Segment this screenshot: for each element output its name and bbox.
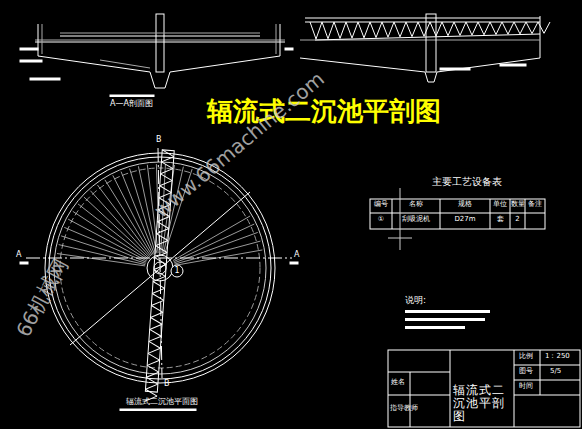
title-block-cell: 时间 xyxy=(519,383,533,391)
section-mark: A xyxy=(16,251,21,260)
watermark: www.66machine.com xyxy=(150,67,328,221)
title-block-cell: 图号 xyxy=(519,368,533,376)
callout-circle: 1 xyxy=(170,264,184,278)
title-block-cell: 1：250 xyxy=(545,353,570,361)
callout-number: 1 xyxy=(170,267,184,276)
table-header: 规格 xyxy=(440,201,490,209)
table-header: 编号 xyxy=(370,201,392,209)
title-block-cell: 比例 xyxy=(519,353,533,361)
table-title: 主要工艺设备表 xyxy=(432,176,502,187)
equipment-table xyxy=(370,188,545,250)
title-block-cell: 姓名 xyxy=(391,379,405,387)
section-mark: A xyxy=(294,251,299,260)
table-cell: ① xyxy=(370,216,392,224)
view-caption: 辐流式二沉池平面图 xyxy=(126,398,198,407)
title-block-cell: 指导教师 xyxy=(390,405,418,413)
section-mark: B xyxy=(156,136,162,145)
table-header: 数量 xyxy=(510,201,525,209)
title-block xyxy=(388,350,580,427)
table-header: 名称 xyxy=(392,201,440,209)
table-cell: D27m xyxy=(440,216,490,224)
section-right xyxy=(300,14,550,82)
table-header: 备注 xyxy=(525,201,545,209)
drawing-title: 辐流式二沉池平剖图 xyxy=(205,97,443,126)
table-cell: 刮吸泥机 xyxy=(392,216,440,224)
view-caption: A—A剖面图 xyxy=(110,100,153,109)
notes-heading: 说明: xyxy=(405,296,426,306)
section-mark: B xyxy=(164,380,170,389)
watermark: 66机械网 xyxy=(12,255,72,341)
table-cell: 套 xyxy=(490,216,510,224)
title-block-cell: 5/5 xyxy=(550,368,561,376)
section-left xyxy=(20,14,293,97)
table-header: 单位 xyxy=(490,201,510,209)
table-cell: 2 xyxy=(510,216,525,224)
title-block-title: 辐流式二沉池平剖图 xyxy=(453,384,513,424)
notes-bars xyxy=(405,310,490,329)
